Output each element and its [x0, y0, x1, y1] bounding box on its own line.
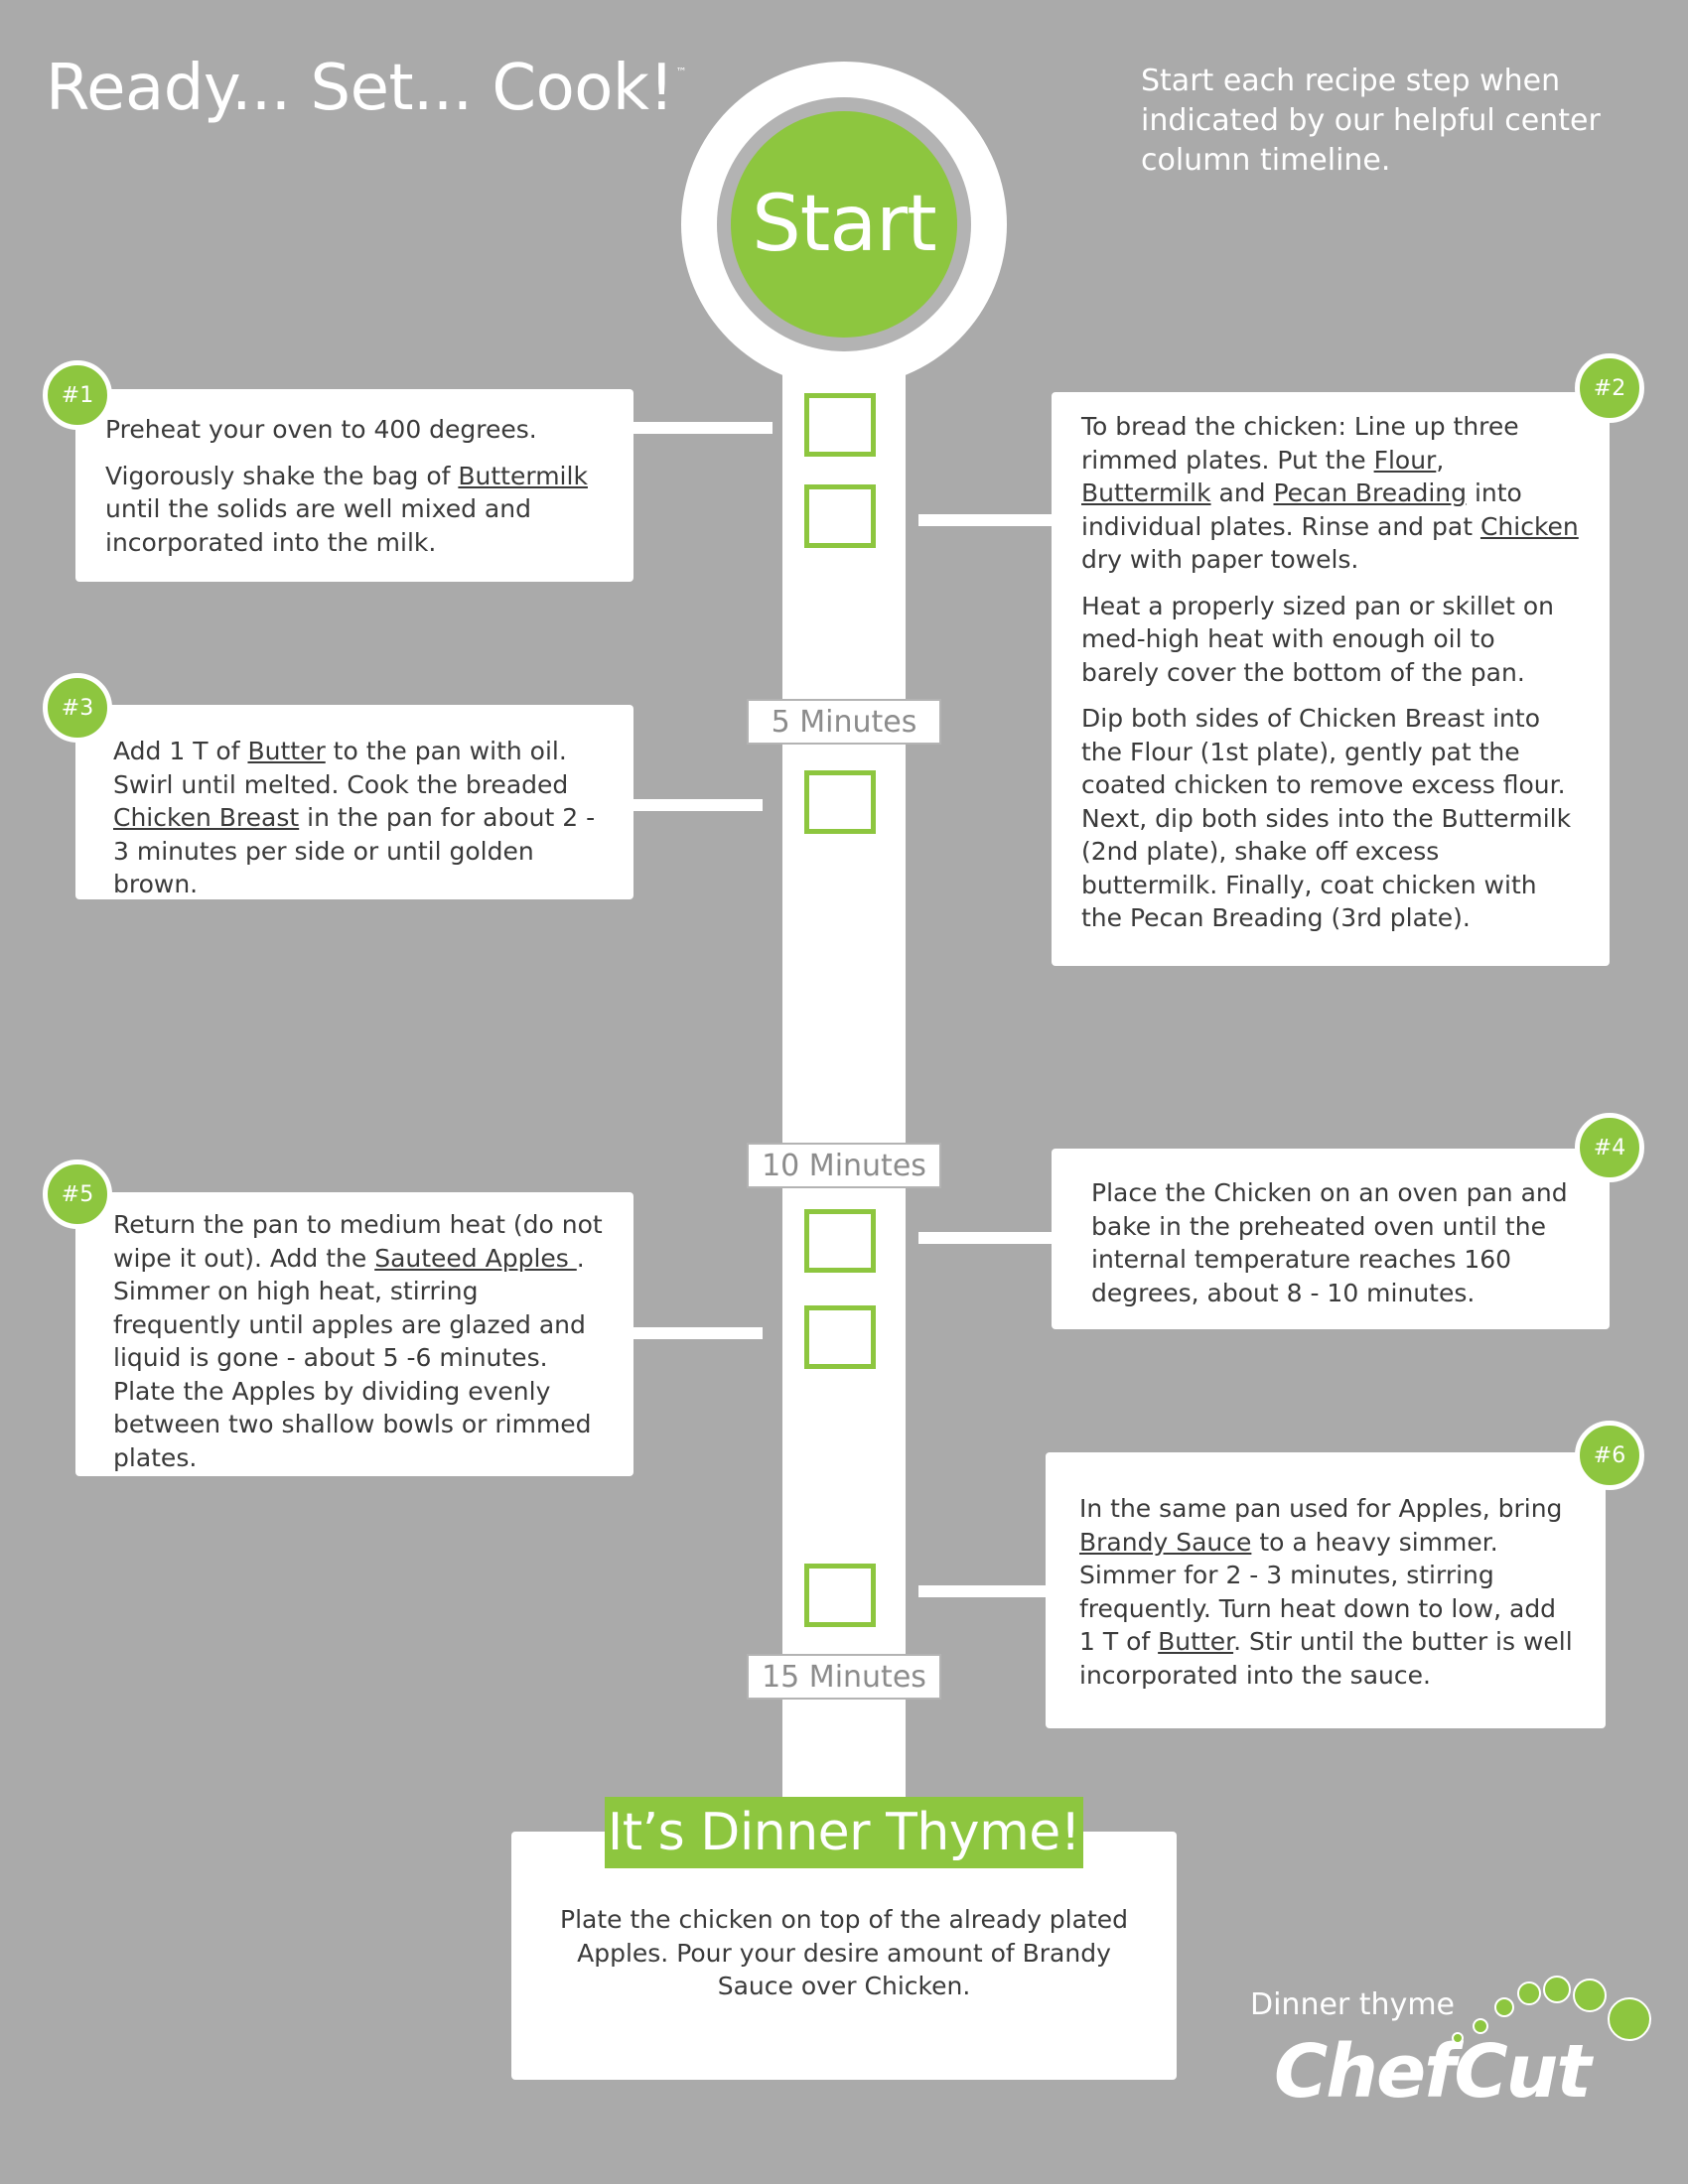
- step-badge-3: #3: [43, 673, 112, 743]
- brand-dot: [1517, 1981, 1541, 2005]
- step-text: Add 1 T of: [113, 737, 248, 765]
- timeline-column: [782, 328, 906, 1807]
- brand-tagline: Dinner thyme: [1250, 1987, 1456, 2022]
- step-text: Dip both sides of Chicken Breast into th…: [1081, 704, 1572, 932]
- step-checkbox[interactable]: [804, 770, 876, 834]
- step-text: Return the pan to medium heat (do not wi…: [113, 1210, 603, 1273]
- step-text: ,: [1436, 445, 1445, 475]
- step-badge-2: #2: [1575, 353, 1644, 423]
- ingredient-name: Butter: [247, 737, 326, 765]
- time-marker-10: 10 Minutes: [747, 1143, 941, 1188]
- brand-dot: [1573, 1979, 1607, 2012]
- ingredient-name: Flour: [1373, 445, 1437, 475]
- step-text: and: [1210, 478, 1274, 507]
- intro-text: Start each recipe step when indicated by…: [1141, 64, 1601, 178]
- step-text: until the solids are well mixed and inco…: [105, 494, 531, 557]
- step-paragraph: To bread the chicken: Line up three rimm…: [1081, 410, 1580, 577]
- step-text: Vigorously shake the bag of: [105, 461, 459, 490]
- ingredient-name: Chicken: [1479, 511, 1579, 541]
- step-card-5: Return the pan to medium heat (do not wi…: [75, 1192, 633, 1476]
- step-text: to the pan with oil. Swirl until melted.…: [113, 737, 569, 799]
- step-text: in the pan for about 2 - 3 minutes per s…: [113, 803, 596, 898]
- step-paragraph: Vigorously shake the bag of Buttermilk u…: [105, 460, 604, 560]
- step-card-4: Place the Chicken on an oven pan and bak…: [1052, 1149, 1610, 1329]
- step-paragraph: Return the pan to medium heat (do not wi…: [113, 1208, 610, 1474]
- step-card-1: Preheat your oven to 400 degrees. Vigorou…: [75, 389, 633, 582]
- step-checkbox[interactable]: [804, 1564, 876, 1627]
- step-card-2: To bread the chicken: Line up three rimm…: [1052, 392, 1610, 966]
- connector-step-4: [918, 1232, 1052, 1244]
- step-card-6-text: In the same pan used for Apples, bring B…: [1079, 1492, 1576, 1692]
- step-badge-4: #4: [1575, 1113, 1644, 1182]
- step-card-2-text: To bread the chicken: Line up three rimm…: [1081, 410, 1580, 935]
- step-text: into individual plates. Rinse and pat: [1081, 478, 1522, 541]
- step-card-1-text: Preheat your oven to 400 degrees. Vigorou…: [105, 413, 604, 559]
- ingredient-name: Buttermilk: [1081, 478, 1211, 507]
- connector-step-2: [918, 514, 1052, 526]
- connector-step-3: [633, 799, 763, 811]
- ingredient-name: Sauteed Apples: [374, 1243, 577, 1273]
- brand-logo: ChefCut: [1274, 2029, 1592, 2115]
- step-text: . Stir until the butter is well incorpor…: [1079, 1627, 1573, 1690]
- step-text: In the same pan used for Apples, bring: [1079, 1494, 1563, 1523]
- ingredient-name: Chicken Breast: [113, 803, 300, 832]
- step-paragraph: Add 1 T of Butter to the pan with oil. S…: [113, 735, 604, 901]
- brand-dot: [1608, 1997, 1651, 2041]
- step-paragraph: Heat a properly sized pan or skillet on …: [1081, 590, 1580, 690]
- step-paragraph: Dip both sides of Chicken Breast into th…: [1081, 702, 1580, 935]
- start-circle: Start: [731, 111, 957, 338]
- ingredient-name: Pecan Breading: [1273, 478, 1468, 507]
- step-card-3: Add 1 T of Butter to the pan with oil. S…: [75, 705, 633, 899]
- ingredient-name: Buttermilk: [458, 461, 588, 490]
- dinner-banner: It’s Dinner Thyme!: [605, 1797, 1083, 1868]
- brand-dot: [1494, 1997, 1514, 2017]
- step-card-4-text: Place the Chicken on an oven pan and bak…: [1091, 1176, 1580, 1309]
- step-paragraph: Preheat your oven to 400 degrees.: [105, 413, 604, 447]
- step-card-6: In the same pan used for Apples, bring B…: [1046, 1452, 1606, 1728]
- step-text: . Simmer on high heat, stirring frequent…: [113, 1243, 592, 1472]
- step-checkbox[interactable]: [804, 1209, 876, 1273]
- page-title: Ready... Set... Cook!™: [46, 52, 687, 125]
- page-title-text: Ready... Set... Cook!: [46, 52, 674, 125]
- dinner-card: Plate the chicken on top of the already …: [511, 1832, 1177, 2080]
- step-checkbox[interactable]: [804, 1305, 876, 1369]
- brand-dot: [1543, 1976, 1571, 2003]
- step-text: Heat a properly sized pan or skillet on …: [1081, 591, 1555, 687]
- step-badge-5: #5: [43, 1160, 112, 1229]
- step-text: To bread the chicken: Line up three rimm…: [1081, 412, 1519, 475]
- step-paragraph: In the same pan used for Apples, bring B…: [1079, 1492, 1576, 1692]
- ingredient-name: Butter: [1158, 1627, 1234, 1656]
- connector-step-1: [633, 422, 773, 434]
- trademark-symbol: ™: [675, 66, 687, 78]
- step-card-3-text: Add 1 T of Butter to the pan with oil. S…: [113, 735, 604, 901]
- time-marker-15: 15 Minutes: [747, 1654, 941, 1700]
- dinner-text: Plate the chicken on top of the already …: [560, 1905, 1128, 2000]
- step-card-5-text: Return the pan to medium heat (do not wi…: [113, 1208, 610, 1474]
- connector-step-5: [633, 1327, 763, 1339]
- brand-dot: [1473, 2018, 1488, 2034]
- step-checkbox[interactable]: [804, 484, 876, 548]
- connector-step-6: [918, 1585, 1048, 1597]
- step-badge-6: #6: [1575, 1421, 1644, 1490]
- step-text: Place the Chicken on an oven pan and bak…: [1091, 1178, 1568, 1307]
- step-text: dry with paper towels.: [1081, 545, 1359, 574]
- time-marker-5: 5 Minutes: [747, 699, 941, 745]
- step-text: to a heavy simmer. Simmer for 2 - 3 minu…: [1079, 1527, 1557, 1657]
- step-paragraph: Place the Chicken on an oven pan and bak…: [1091, 1176, 1580, 1309]
- brand-dot: [1452, 2032, 1464, 2044]
- step-badge-1: #1: [43, 360, 112, 430]
- ingredient-name: Brandy Sauce: [1079, 1527, 1252, 1557]
- step-text: Preheat your oven to 400 degrees.: [105, 415, 537, 444]
- step-checkbox[interactable]: [804, 393, 876, 457]
